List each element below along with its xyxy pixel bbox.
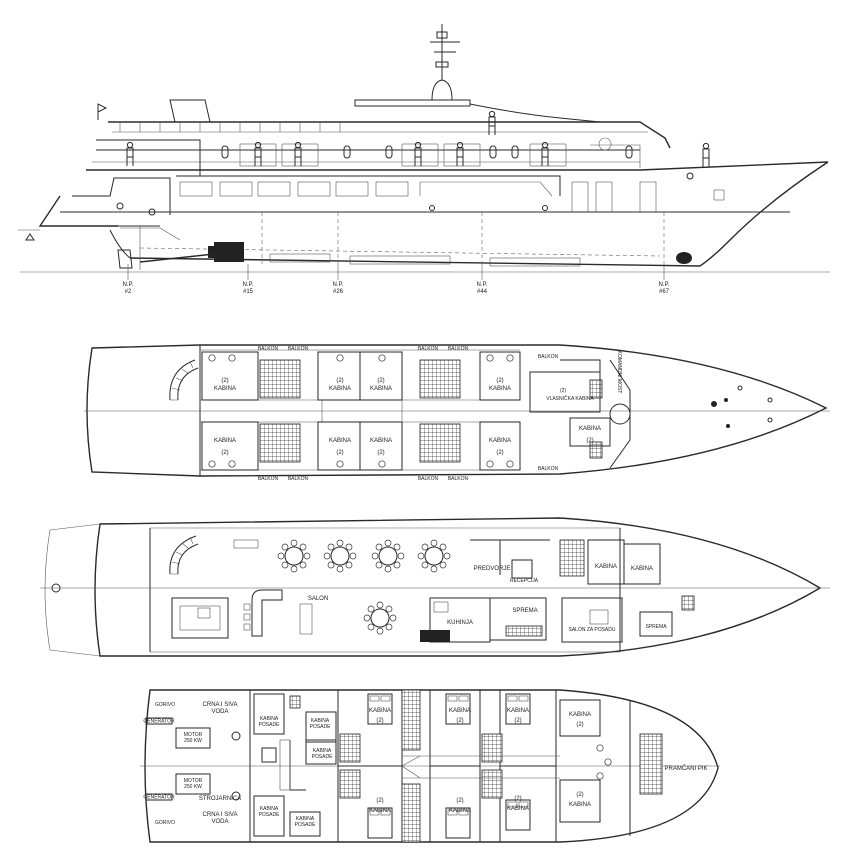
cabin-label: KABINA <box>569 712 591 718</box>
fuel-label: GORIVO <box>155 702 175 708</box>
balcony-label: BALKON <box>418 346 439 352</box>
cabin-count: (2) <box>221 450 228 456</box>
frame-label: N.P.#2 <box>123 282 134 295</box>
owner-cabin-label: VLASNIČKA KABINA <box>546 395 594 402</box>
crew-salon-label: SALON ZA POSADU <box>569 627 616 633</box>
cabin-count: (2) <box>576 722 583 728</box>
cabin-label: KABINA <box>631 566 653 572</box>
balcony-label: BALKON <box>288 476 309 482</box>
frame-label: N.P.#44 <box>477 282 488 295</box>
cabin-label: KABINA <box>329 438 351 444</box>
cabin-label: KABINA <box>214 386 236 392</box>
generator-label: GENERATOR <box>143 795 175 801</box>
balcony-label: BALKON <box>448 346 469 352</box>
cabin-count: (2) <box>560 388 566 394</box>
balcony-label: BALKON <box>538 354 559 360</box>
fuel-label: GORIVO <box>155 820 175 826</box>
cabin-label: KABINA <box>595 564 617 570</box>
cabin-count: (2) <box>377 450 384 456</box>
cabin-label: KABINA <box>579 426 601 432</box>
cabin-label: KABINA <box>449 808 471 814</box>
storage-fwd-label: SPREMA <box>645 624 667 630</box>
balcony-label: BALKON <box>538 466 559 472</box>
storage-label: SPREMA <box>512 608 537 614</box>
cabin-count: (2) <box>376 718 383 724</box>
frame-label: N.P.#26 <box>333 282 344 295</box>
generator-label: GENERATOR <box>143 719 175 725</box>
cabin-label: KABINA <box>449 708 471 714</box>
salon-label: SALON <box>308 596 328 602</box>
cabin-label: KABINA <box>507 708 529 714</box>
main-deck-plan: SALON PREDVORJE RECEPCIJA KUHINJA SPREMA… <box>40 517 830 657</box>
cabin-count: (2) <box>456 798 463 804</box>
cabin-count: (2) <box>336 450 343 456</box>
engine-room-label: STROJARNICA <box>199 796 241 802</box>
cabin-label: KABINA <box>489 438 511 444</box>
balcony-label: BALKON <box>418 476 439 482</box>
balcony-label: BALKON <box>448 476 469 482</box>
cabin-count: (2) <box>376 798 383 804</box>
cabin-label: KABINA <box>329 386 351 392</box>
bridge-label: KOMANDNI MOST <box>616 351 622 394</box>
cabin-count: (2) <box>456 718 463 724</box>
cabin-label: KABINA <box>370 438 392 444</box>
frame-label: N.P.#67 <box>659 282 670 295</box>
side-profile: N.P.#2 N.P.#15 N.P.#26 N.P.#44 N.P.#67 <box>18 24 830 295</box>
cabin-count: (2) <box>377 378 384 384</box>
cabin-count: (2) <box>514 718 521 724</box>
cabin-count: (2) <box>336 378 343 384</box>
mast <box>430 24 460 101</box>
cabin-label: KABINA <box>507 806 529 812</box>
kitchen-label: KUHINJA <box>447 620 473 626</box>
cabin-label: KABINA <box>489 386 511 392</box>
cabin-label: KABINA <box>369 708 391 714</box>
cabin-label: KABINA <box>569 802 591 808</box>
upper-deck-plan: BALKON BALKON BALKON BALKON BALKON BALKO… <box>84 344 830 482</box>
cabin-count: (2) <box>514 796 521 802</box>
balcony-label: BALKON <box>288 346 309 352</box>
cabin-count: (2) <box>496 450 503 456</box>
balcony-label: BALKON <box>258 346 279 352</box>
frame-label: N.P.#15 <box>243 282 254 295</box>
cabin-label: KABINA <box>214 438 236 444</box>
reception-label: RECEPCIJA <box>510 578 539 584</box>
fore-peak-label: PRAMČANI PIK <box>664 765 707 772</box>
foyer-label: PREDVORJE <box>474 566 511 572</box>
cabin-count: (2) <box>496 378 503 384</box>
cabin-count: (2) <box>221 378 228 384</box>
cabin-label: KABINA <box>370 386 392 392</box>
balcony-label: BALKON <box>258 476 279 482</box>
cabin-label: KABINA <box>369 808 391 814</box>
cabin-count: (2) <box>576 792 583 798</box>
cabin-count: (2) <box>586 438 593 444</box>
